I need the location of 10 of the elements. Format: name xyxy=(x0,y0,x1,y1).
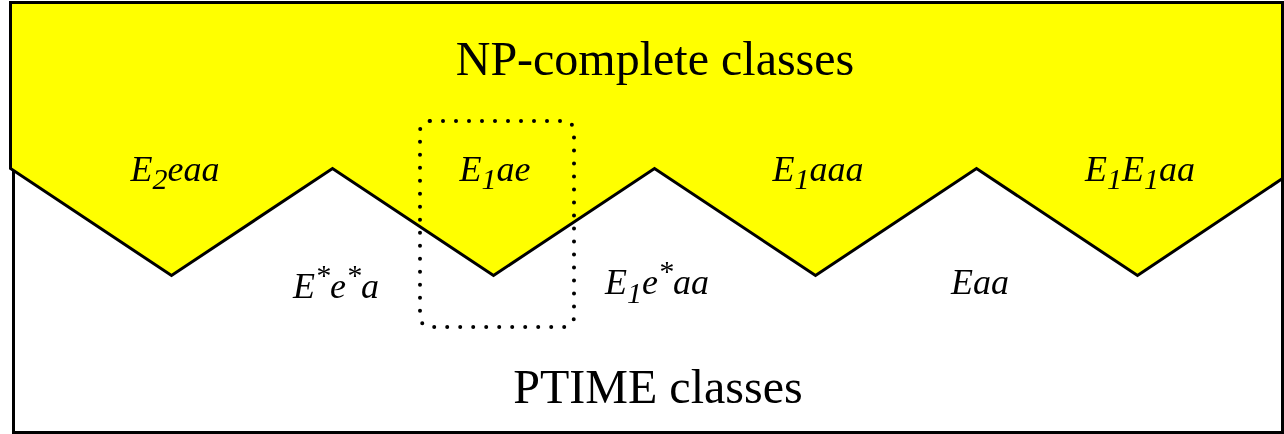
class-label: E$_{1}$e$^{*}$aa xyxy=(605,254,709,310)
class-label: E$^{*}$e$^{*}$a xyxy=(293,257,379,307)
class-label: E$_{2}$eaa xyxy=(130,147,220,197)
region-title: PTIME classes xyxy=(513,358,803,414)
class-label: E$_{1}$aaa xyxy=(772,147,864,197)
region-frame xyxy=(12,4,1284,434)
class-label: E$_{1}$ae xyxy=(459,147,531,197)
class-label: E$_{1}$E$_{1}$aa xyxy=(1085,147,1195,197)
region-title: NP-complete classes xyxy=(455,30,855,86)
class-label: Eaa xyxy=(951,261,1009,303)
